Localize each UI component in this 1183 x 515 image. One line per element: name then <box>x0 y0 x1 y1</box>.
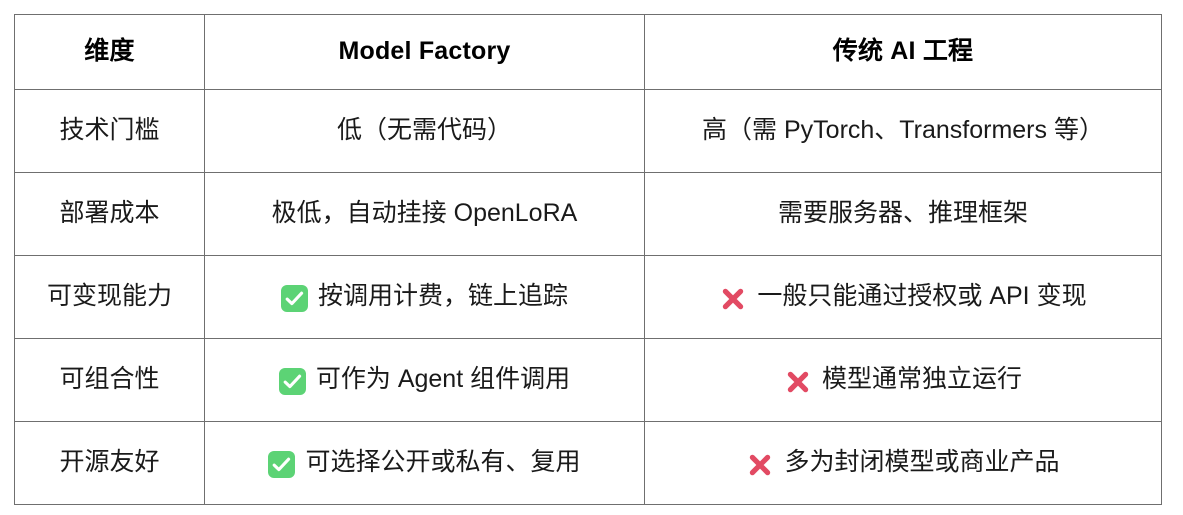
table-row: 部署成本 极低，自动挂接 OpenLoRA 需要服务器、推理框架 <box>14 172 1162 256</box>
cell-traditional: 高（需 PyTorch、Transformers 等） <box>644 89 1162 173</box>
row-dimension-label: 部署成本 <box>14 172 205 256</box>
cell-content: 极低，自动挂接 OpenLoRA <box>211 198 638 229</box>
cell-text: 低（无需代码） <box>336 116 512 145</box>
cell-model-factory: 低（无需代码） <box>204 89 645 173</box>
cell-text: 多为封闭模型或商业产品 <box>784 448 1060 477</box>
column-header-dimension: 维度 <box>14 14 205 90</box>
check-icon <box>280 284 308 312</box>
cell-model-factory: 按调用计费，链上追踪 <box>204 255 645 339</box>
cell-model-factory: 可作为 Agent 组件调用 <box>204 338 645 422</box>
row-dimension-label: 开源友好 <box>14 421 205 505</box>
table-row: 可变现能力 按调用计费，链上追踪 <box>14 255 1162 339</box>
row-dimension-label: 可组合性 <box>14 338 205 422</box>
cell-text: 可选择公开或私有、复用 <box>305 448 581 477</box>
cell-content: 模型通常独立运行 <box>651 364 1155 395</box>
cell-content: 按调用计费，链上追踪 <box>211 281 638 312</box>
cell-content: 多为封闭模型或商业产品 <box>651 447 1155 478</box>
table-header-row: 维度 Model Factory 传统 AI 工程 <box>14 14 1162 90</box>
table-row: 可组合性 可作为 Agent 组件调用 <box>14 338 1162 422</box>
cell-model-factory: 极低，自动挂接 OpenLoRA <box>204 172 645 256</box>
cell-text: 需要服务器、推理框架 <box>777 199 1028 228</box>
table-header: 维度 Model Factory 传统 AI 工程 <box>14 14 1162 90</box>
row-dimension-label: 可变现能力 <box>14 255 205 339</box>
cell-text: 极低，自动挂接 OpenLoRA <box>271 199 578 228</box>
comparison-table: 维度 Model Factory 传统 AI 工程 技术门槛 低（无需代码） 高… <box>14 14 1162 505</box>
cell-text: 高（需 PyTorch、Transformers 等） <box>702 116 1104 145</box>
check-icon <box>268 450 296 478</box>
cell-text: 一般只能通过授权或 API 变现 <box>757 282 1087 311</box>
cell-content: 需要服务器、推理框架 <box>651 198 1155 229</box>
cross-icon <box>746 451 774 479</box>
table-body: 技术门槛 低（无需代码） 高（需 PyTorch、Transformers 等）… <box>14 89 1162 505</box>
cell-model-factory: 可选择公开或私有、复用 <box>204 421 645 505</box>
cross-icon <box>719 285 747 313</box>
cell-text: 可作为 Agent 组件调用 <box>315 365 571 394</box>
cell-text: 按调用计费，链上追踪 <box>317 282 568 311</box>
row-dimension-label: 技术门槛 <box>14 89 205 173</box>
cell-content: 低（无需代码） <box>211 115 638 146</box>
table-row: 开源友好 可选择公开或私有、复用 <box>14 421 1162 505</box>
cell-content: 可选择公开或私有、复用 <box>211 447 638 478</box>
cell-traditional: 需要服务器、推理框架 <box>644 172 1162 256</box>
check-icon <box>278 367 306 395</box>
cell-content: 高（需 PyTorch、Transformers 等） <box>651 115 1155 146</box>
column-header-model-factory: Model Factory <box>204 14 645 90</box>
cross-icon <box>784 368 812 396</box>
cell-traditional: 模型通常独立运行 <box>644 338 1162 422</box>
table-row: 技术门槛 低（无需代码） 高（需 PyTorch、Transformers 等） <box>14 89 1162 173</box>
cell-content: 可作为 Agent 组件调用 <box>211 364 638 395</box>
cell-content: 一般只能通过授权或 API 变现 <box>651 281 1155 312</box>
cell-traditional: 多为封闭模型或商业产品 <box>644 421 1162 505</box>
cell-text: 模型通常独立运行 <box>821 365 1022 394</box>
column-header-traditional-ai: 传统 AI 工程 <box>644 14 1162 90</box>
cell-traditional: 一般只能通过授权或 API 变现 <box>644 255 1162 339</box>
